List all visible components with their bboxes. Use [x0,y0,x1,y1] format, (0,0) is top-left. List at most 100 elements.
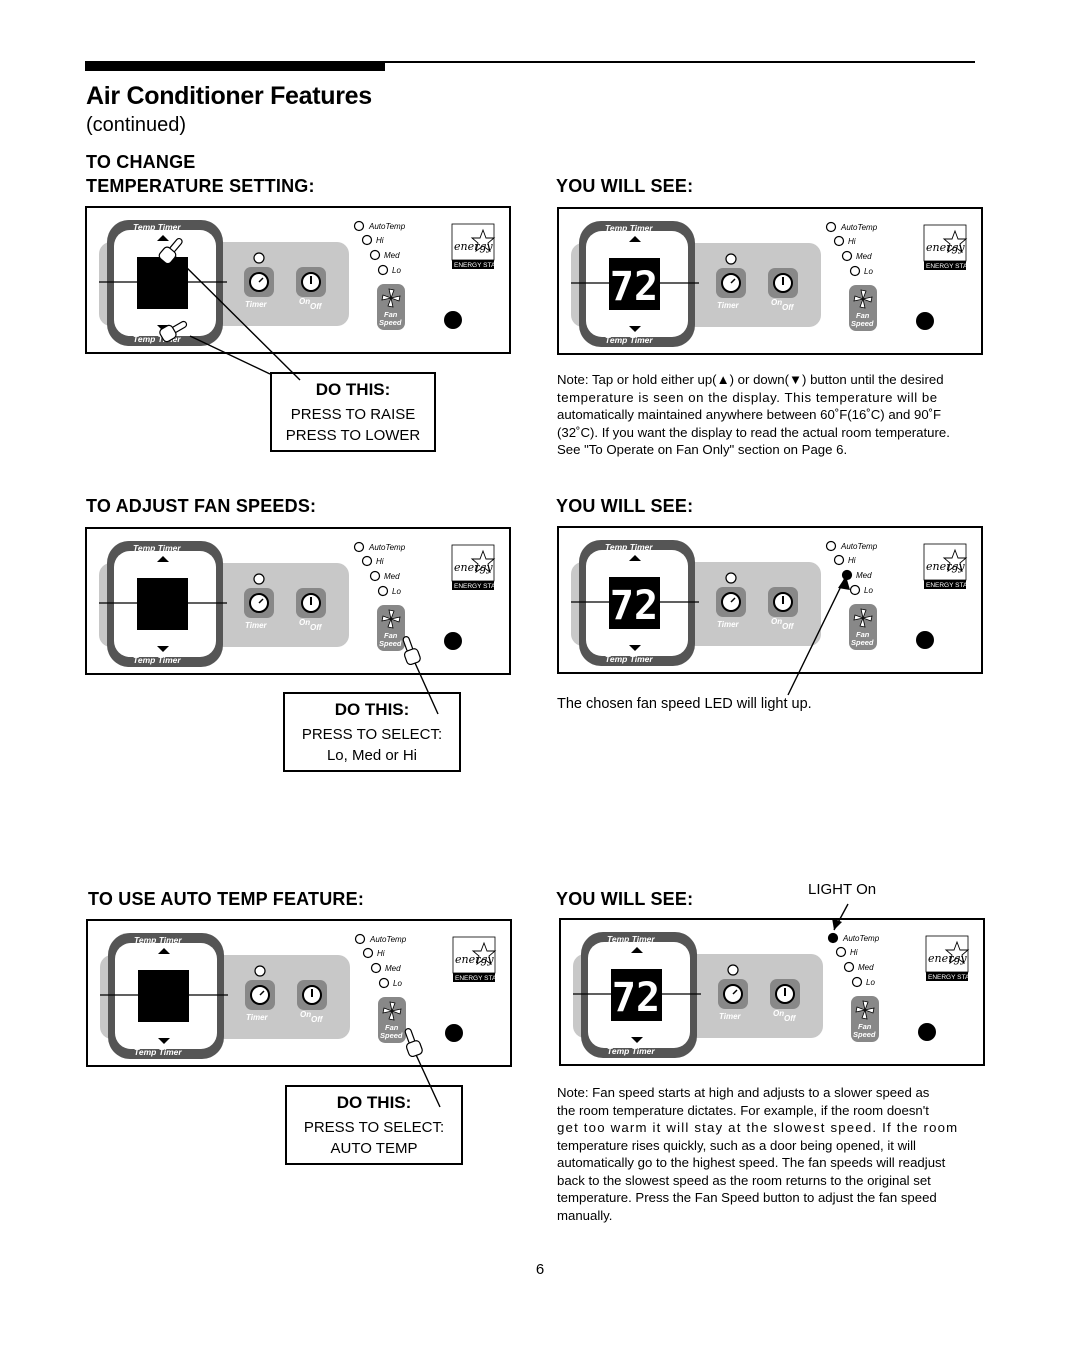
energy-star-icon [470,549,496,574]
energy-star-logo [923,224,967,262]
display-screen [137,578,188,630]
note-line: back to the slowest speed as the room re… [557,1172,931,1188]
energy-star-icon [942,548,968,573]
speed-label: Speed [380,1031,403,1040]
fan-icon [381,288,401,308]
sensor-dot [916,631,934,649]
temp-timer-label: Temp Timer [605,654,653,664]
fan-led-hi [361,555,373,567]
energy-star-logo [452,936,496,974]
fan-blades [853,289,873,309]
fan-label: Fan [858,1022,872,1031]
clock-hand [730,597,736,603]
display-readout: 72 [612,975,660,1021]
energy-star-banner [452,581,494,590]
fan-blades [853,608,873,628]
on-label: On [773,1009,784,1018]
fan-led-label: Hi [377,949,385,958]
fan-icon [382,1001,402,1021]
fan-led-label: AutoTemp [368,543,406,552]
fan-led-label: Hi [376,236,384,245]
do-this-heading: DO THIS: [334,700,410,719]
fan-led-med [843,961,855,973]
fan-led-label: AutoTemp [842,934,880,943]
temp-timer-label: Temp Timer [605,335,653,345]
timer-led [725,253,737,265]
speed-label: Speed [851,638,874,647]
pointing-hand-icon [404,1028,423,1058]
temp-timer-label: Temp Timer [605,542,653,552]
fan-led-label: AutoTemp [840,223,878,232]
fan-led-label: Lo [393,979,402,988]
timer-label: Timer [717,620,740,629]
fan-led-label: Med [385,964,401,973]
energy-star-logo [925,935,969,973]
on-label: On [299,618,310,627]
timer-label: Timer [245,621,268,630]
fan-led-med [369,570,381,582]
off-label: Off [310,302,323,311]
timer-led [725,572,737,584]
clock-hand [259,990,265,996]
section1-heading-line2: TEMPERATURE SETTING: [86,176,315,196]
fan-label: Fan [384,631,398,640]
energy-star-banner [452,260,494,269]
note-line: Note: Fan speed starts at high and adjus… [557,1085,930,1100]
note-line: the room temperature dictates. For examp… [557,1102,929,1118]
display-screen [609,577,660,629]
sensor-dot [918,1023,936,1041]
leader-line [411,1045,441,1108]
do-this-heading: DO THIS: [315,380,391,399]
timer-led [254,965,266,977]
energy-star-script: energy [926,560,965,573]
fan-led-med [370,962,382,974]
do-this-line: PRESS TO SELECT: [303,1119,445,1136]
on-label: On [771,298,782,307]
note-line: automatically maintained anywhere betwee… [557,407,942,422]
timer-label: Timer [246,1013,269,1022]
clock-hand [730,278,736,284]
fan-led-hi [361,234,373,246]
fan-led-hi [362,947,374,959]
sensor-dot [445,1024,463,1042]
down-arrow-icon [158,1038,170,1044]
fan-label: Fan [856,311,870,320]
note-temperature: Note: Tap or hold either up(▲) or down(▼… [557,371,977,459]
fan-led-label: Lo [392,266,401,275]
fan-led-label: AutoTemp [369,935,407,944]
display-screen [609,258,660,310]
sensor-dot [444,632,462,650]
down-arrow-icon [157,646,169,652]
do-this-box: DO THIS: PRESS TO RAISE PRESS TO LOWER [270,372,436,452]
fan-led-label: Med [856,252,872,261]
note-line: automatically go to the highest speed. T… [557,1155,946,1170]
section1-heading-line1: TO CHANGE [86,152,196,172]
note-line: manually. [557,1207,613,1223]
leader-line [175,256,301,381]
fan-led-lo [377,585,389,597]
speed-label: Speed [851,319,874,328]
do-this-box: DO THIS: PRESS TO SELECT: AUTO TEMP [285,1085,463,1165]
fan-led-label: AutoTemp [840,542,878,551]
page-title: Air Conditioner Features [86,82,372,110]
fan-led-med [841,250,853,262]
page-number: 6 [535,1261,545,1278]
up-arrow-icon [157,556,169,562]
fan-icon [381,609,401,629]
up-arrow-icon [629,236,641,242]
down-arrow-icon [629,326,641,332]
fan-led-label: Lo [864,267,873,276]
section3-heading: TO USE AUTO TEMP FEATURE: [88,889,365,909]
up-arrow-icon [629,555,641,561]
pointing-hand-icon [158,237,183,265]
fan-led-label: Hi [848,237,856,246]
fan-label: Fan [384,310,398,319]
down-arrow-icon [629,645,641,651]
energy-star-banner [453,973,495,982]
